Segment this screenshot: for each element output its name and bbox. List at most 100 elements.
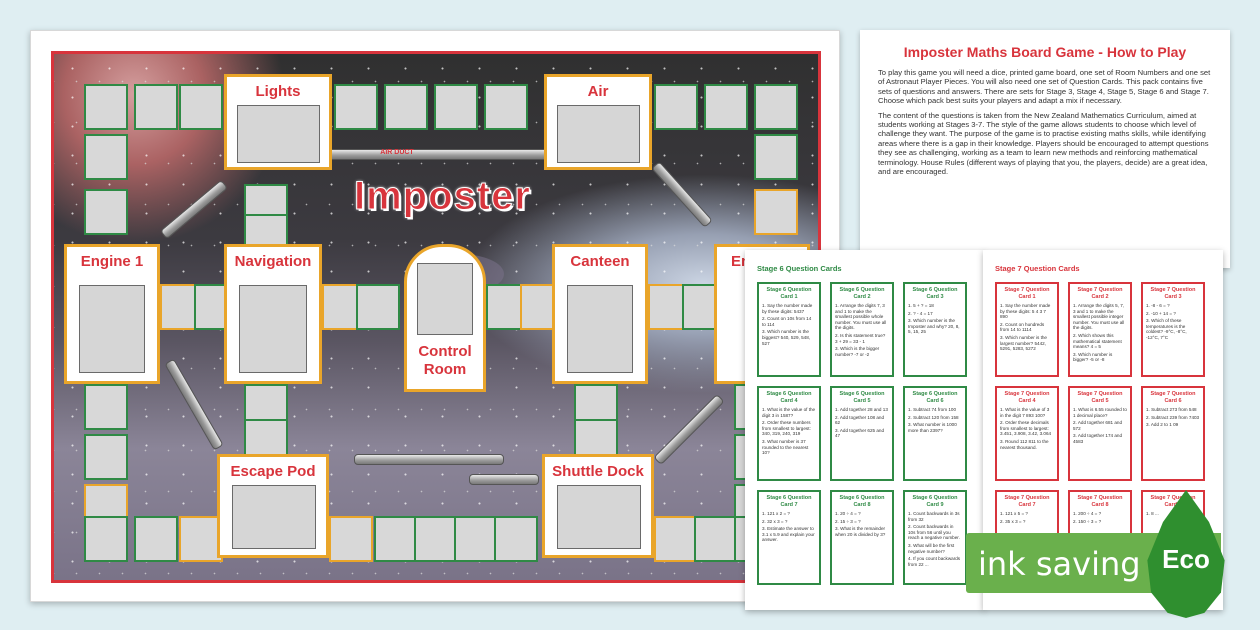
room-number-slot xyxy=(79,285,145,373)
question-text: 1. Arrange the digits 7, 3 and 1 to make… xyxy=(835,303,887,331)
question-text: 3. Which number is the Imposter and why?… xyxy=(908,318,960,335)
room-control: Control Room xyxy=(404,244,486,392)
board-space xyxy=(704,84,748,130)
question-card-title: Stage 6 Question Card 4 xyxy=(766,391,812,404)
question-card-title: Stage 7 Question Card 8 xyxy=(1077,495,1123,508)
question-card-title: Stage 7 Question Card 1 xyxy=(1004,287,1050,300)
question-text: 1. Count backwards in 3s from 32 xyxy=(908,511,960,522)
board-space xyxy=(84,516,128,562)
question-text: 1. Say the number made by these digits: … xyxy=(762,303,813,314)
question-text: 1. 5 + ? = 18 xyxy=(908,303,934,308)
board-space xyxy=(374,516,418,562)
question-text: 3. What is the remainder when 20 is divi… xyxy=(835,526,886,537)
question-card-title: Stage 7 Question Card 9 xyxy=(1150,495,1196,508)
room-shuttle-dock: Shuttle Dock xyxy=(542,454,654,558)
room-name: Canteen xyxy=(570,253,630,270)
room-canteen: Canteen xyxy=(552,244,648,384)
room-engine-1: Engine 1 xyxy=(64,244,160,384)
room-name: Shuttle Dock xyxy=(552,463,644,480)
question-card-title: Stage 6 Question Card 2 xyxy=(839,287,885,300)
room-air: Air xyxy=(544,74,652,170)
question-text: 1. Say the number made by these digits: … xyxy=(1000,303,1051,320)
stage-6-question-sheet: Stage 6 Question Cards Stage 6 Question … xyxy=(745,250,985,610)
board-space xyxy=(84,134,128,180)
question-card-title: Stage 6 Question Card 9 xyxy=(912,495,958,508)
board-space xyxy=(179,516,223,562)
eco-label: Eco xyxy=(1162,544,1210,574)
board-space xyxy=(754,84,798,130)
question-card-title: Stage 7 Question Card 3 xyxy=(1150,287,1196,300)
question-card: Stage 6 Question Card 2 1. Arrange the di… xyxy=(830,282,894,377)
how-to-play-sheet: Imposter Maths Board Game - How to Play … xyxy=(860,30,1230,268)
how-to-play-paragraph: To play this game you will need a dice, … xyxy=(878,68,1211,106)
board-space xyxy=(84,434,128,480)
how-to-play-paragraph: The content of the questions is taken fr… xyxy=(878,110,1209,177)
question-text: 2. 35 x 3 = ? xyxy=(1000,518,1026,524)
board-space xyxy=(694,516,738,562)
air-duct-pipe xyxy=(354,454,504,465)
question-text: 2. Add together 681 and 572 xyxy=(1073,420,1123,431)
question-card: Stage 7 Question Card 3 1. -8 - 6 = ? 2. -… xyxy=(1141,282,1205,377)
board-space xyxy=(654,84,698,130)
question-text: 2. Subtract 120 from 158 xyxy=(908,414,959,420)
question-text: 3. Round 112 811 to the nearest thousand… xyxy=(1000,438,1049,450)
room-navigation: Navigation xyxy=(224,244,322,384)
game-board: AIR DUCT Imposter Lights Air Engine 1 Na… xyxy=(51,51,821,583)
question-text: 2. 32 x 3 = ? xyxy=(762,518,788,524)
question-text: 3. Which number is the biggest? 540, 529… xyxy=(762,329,811,346)
board-space xyxy=(754,189,798,235)
board-space xyxy=(434,84,478,130)
question-text: 2. Add together 108 and 62 xyxy=(835,414,885,426)
room-number-slot xyxy=(417,263,473,335)
question-text: 2. Is this statement true? 3 + 29 = 33 -… xyxy=(835,332,886,344)
question-text: 1. What is 6.55 rounded to 1 decimal pla… xyxy=(1073,407,1127,418)
board-space xyxy=(179,84,223,130)
board-space xyxy=(329,516,373,562)
game-title: Imposter xyxy=(354,174,531,219)
question-text: 1. What is the value of the digit 3 in 1… xyxy=(762,407,816,418)
question-text: 1. Add together 28 and 13 xyxy=(835,407,888,412)
question-text: 1. Subtract 74 from 100 xyxy=(908,407,957,412)
question-card-title: Stage 6 Question Card 5 xyxy=(839,391,885,404)
air-duct-pipe xyxy=(469,474,539,485)
board-space xyxy=(454,516,498,562)
question-card: Stage 6 Question Card 9 1. Count backward… xyxy=(903,490,967,585)
question-card: Stage 6 Question Card 6 1. Subtract 74 fr… xyxy=(903,386,967,481)
question-text: 2. Order these numbers from smallest to … xyxy=(762,420,811,437)
question-text: 3. Which of these temperatures is the co… xyxy=(1146,318,1187,340)
question-text: 1. 20 ÷ 4 = ? xyxy=(835,511,861,516)
game-board-sheet: AIR DUCT Imposter Lights Air Engine 1 Na… xyxy=(30,30,840,602)
question-text: 3. Add together 174 and 4583 xyxy=(1073,433,1123,444)
sheet-title: Stage 6 Question Cards xyxy=(757,264,842,273)
question-card-title: Stage 6 Question Card 1 xyxy=(766,287,812,300)
question-card: Stage 7 Question Card 1 1. Say the number… xyxy=(995,282,1059,377)
room-number-slot xyxy=(557,105,640,163)
question-text: 3. What number is 37 rounded to the near… xyxy=(762,438,809,456)
question-card: Stage 6 Question Card 1 1. Say the number… xyxy=(757,282,821,377)
board-space xyxy=(334,84,378,130)
ink-saving-label: ink saving xyxy=(978,545,1141,583)
question-card-title: Stage 7 Question Card 6 xyxy=(1150,391,1196,404)
question-text: 3. Add together 625 and 47 xyxy=(835,427,885,439)
question-card-title: Stage 6 Question Card 6 xyxy=(912,391,958,404)
room-name: Engine 1 xyxy=(80,253,144,270)
question-text: 2. -10 + 14 = ? xyxy=(1146,310,1176,316)
question-text: 1. What is the value of 3 in the digit 7… xyxy=(1000,407,1050,418)
question-card-title: Stage 6 Question Card 3 xyxy=(912,287,958,300)
question-text: 2. ? - 4 = 17 xyxy=(908,310,933,316)
board-space xyxy=(134,516,178,562)
question-card: Stage 6 Question Card 3 1. 5 + ? = 18 2. ?… xyxy=(903,282,967,377)
board-space xyxy=(356,284,400,330)
question-text: 1. -8 - 6 = ? xyxy=(1146,303,1170,308)
question-text: 2. 150 ÷ 3 = ? xyxy=(1073,518,1102,524)
question-text: 1. 121 x 5 = ? xyxy=(1000,511,1028,516)
board-space xyxy=(414,516,458,562)
question-text: 1. 8 ... xyxy=(1146,511,1159,516)
question-text: 2. Order these decimals from smallest to… xyxy=(1000,420,1052,437)
question-text: 3. Add 2 to 1 09 xyxy=(1146,422,1179,428)
question-text: 3. What number is 1000 more than 2397? xyxy=(908,422,957,433)
room-number-slot xyxy=(232,485,316,549)
room-number-slot xyxy=(239,285,307,373)
question-card-title: Stage 7 Question Card 7 xyxy=(1004,495,1050,508)
